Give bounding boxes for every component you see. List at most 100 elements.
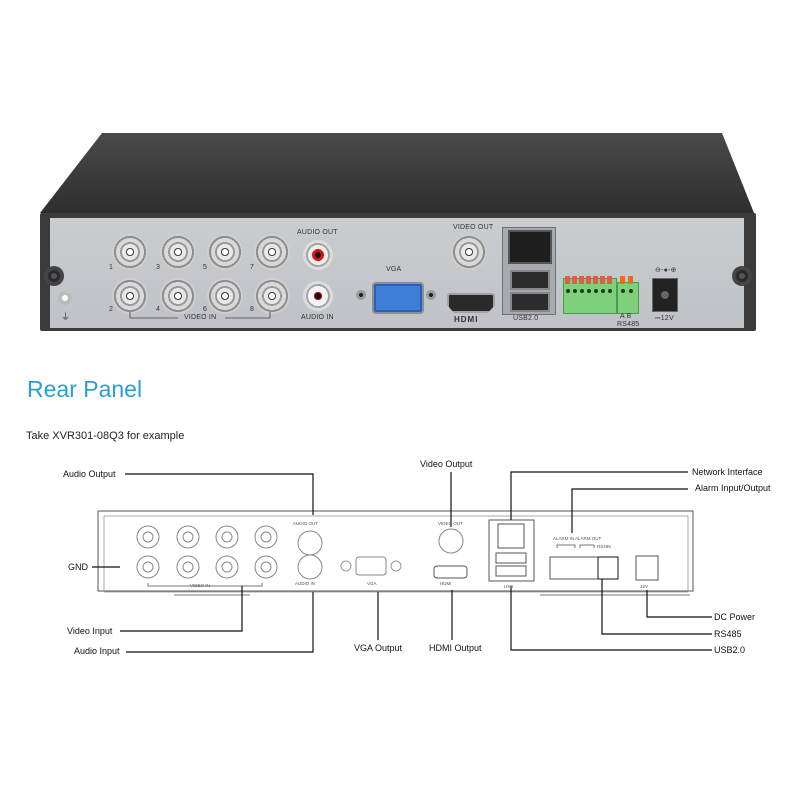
- diagram-audio-out-label: AUDIO OUT: [293, 521, 319, 526]
- channel-number: 3: [156, 264, 161, 271]
- section-subtitle: Take XVR301-08Q3 for example: [26, 430, 185, 442]
- callout-gnd: GND: [68, 562, 88, 572]
- terminal-hole: [573, 289, 577, 293]
- diagram-audio-in-label: AUDIO IN: [295, 581, 316, 586]
- terminal-pin: [607, 276, 612, 284]
- callout-audio-input: Audio Input: [74, 646, 120, 656]
- terminal-hole: [621, 289, 625, 293]
- diagram-hdmi-label: HDMI: [440, 581, 452, 586]
- usb-port-2: [510, 292, 550, 312]
- rca-audio-out: [303, 240, 333, 270]
- diagram-alarm-in-label: ALARM IN: [553, 536, 575, 541]
- alarm-terminal-block: [563, 278, 617, 314]
- diagram-usb-2: [495, 565, 527, 577]
- video-in-bracket-line: [147, 583, 263, 587]
- hdmi-port: [447, 293, 495, 313]
- chassis-outline: [97, 510, 694, 592]
- leader-rs485: [601, 579, 712, 635]
- bnc-video-in-4: [160, 278, 196, 314]
- leader-video-input: [120, 586, 243, 632]
- bnc-video-in-2: [112, 278, 148, 314]
- callout-dc-power: DC Power: [714, 612, 756, 622]
- terminal-hole: [608, 289, 612, 293]
- diagram-rs485-terminal: [597, 556, 619, 580]
- video-out-label: VIDEO OUT: [453, 224, 494, 231]
- diagram-hdmi-port: [433, 565, 468, 579]
- rs485-ab-label: A B: [620, 313, 632, 320]
- callout-audio-output: Audio Output: [63, 469, 116, 479]
- video-in-bracket: [129, 312, 271, 319]
- diagram-rj45: [497, 523, 525, 549]
- leader-network-interface: [510, 471, 688, 520]
- diagram-power-label: 12V: [640, 584, 649, 589]
- terminal-hole: [629, 289, 633, 293]
- callout-video-output: Video Output: [420, 459, 473, 469]
- terminal-pin: [579, 276, 584, 284]
- callout-vga-output: VGA Output: [354, 643, 403, 653]
- callout-usb: USB2.0: [714, 645, 746, 655]
- diagram-vga-port: [355, 556, 387, 576]
- rs485-label: RS485: [617, 321, 640, 328]
- bnc-video-in-5: [207, 234, 243, 270]
- power-label: ⎓12V: [655, 315, 674, 322]
- vga-port: [372, 282, 424, 314]
- channel-number: 1: [109, 264, 114, 271]
- callout-alarm-io: Alarm Input/Output: [695, 483, 771, 493]
- callout-network-interface: Network Interface: [692, 467, 763, 477]
- diagram-video-in-label: VIDEO IN: [190, 583, 210, 588]
- bnc-video-in-3: [160, 234, 196, 270]
- channel-number: 7: [250, 264, 255, 271]
- usb-label: USB2.0: [513, 315, 539, 322]
- callout-rs485: RS485: [714, 629, 742, 639]
- terminal-hole: [580, 289, 584, 293]
- vga-label: VGA: [386, 266, 402, 273]
- bnc-video-in-7: [254, 234, 290, 270]
- leader-audio-output: [125, 473, 314, 515]
- diagram-audio-in: [297, 554, 323, 580]
- channel-number: 4: [156, 306, 161, 313]
- terminal-pin: [572, 276, 577, 284]
- diagram-usb-1: [495, 552, 527, 564]
- channel-number: 5: [203, 264, 208, 271]
- diagram-bnc-group: [136, 525, 278, 579]
- leader-audio-input: [126, 592, 314, 653]
- video-in-label: VIDEO IN: [184, 314, 217, 321]
- ground-symbol-icon: ⏚: [61, 312, 71, 322]
- terminal-hole: [601, 289, 605, 293]
- leader-lines: [92, 471, 712, 653]
- callout-video-input: Video Input: [67, 626, 113, 636]
- bnc-video-in-8: [254, 278, 290, 314]
- audio-in-label: AUDIO IN: [301, 314, 334, 321]
- rca-audio-in: [303, 281, 333, 311]
- polarity-icon: ⊖-●-⊕: [655, 267, 677, 274]
- terminal-pin: [620, 276, 625, 284]
- leader-usb: [510, 586, 712, 651]
- terminal-pin: [600, 276, 605, 284]
- bnc-video-in-6: [207, 278, 243, 314]
- bnc-video-in-1: [112, 234, 148, 270]
- vga-screw-icon: [356, 290, 366, 300]
- bnc-video-out: [451, 234, 487, 270]
- terminal-pin: [586, 276, 591, 284]
- section-title: Rear Panel: [27, 376, 143, 402]
- diagram-video-out-label: VIDEO OUT: [438, 521, 463, 526]
- leader-alarm-io: [571, 488, 688, 533]
- callout-hdmi-output: HDMI Output: [429, 643, 482, 653]
- diagram-dc-jack: [635, 555, 659, 581]
- dc-power-jack: [652, 278, 678, 312]
- diagram-alarm-terminal: [549, 556, 599, 580]
- diagram-alarm-out-label: ALARM OUT: [575, 536, 602, 541]
- terminal-hole: [566, 289, 570, 293]
- chassis-inner-outline: [103, 515, 689, 593]
- diagram-video-out: [438, 528, 464, 554]
- audio-out-label: AUDIO OUT: [297, 229, 338, 236]
- gnd-terminal-icon: [58, 291, 72, 305]
- device-photo: ⏚ 1 2 3 4 5 6 7 8 VIDEO IN AUDIO OUT AUD…: [0, 0, 800, 345]
- terminal-hole: [594, 289, 598, 293]
- rj45-port: [508, 230, 552, 264]
- usb-port-1: [510, 270, 550, 290]
- channel-number: 2: [109, 306, 114, 313]
- leader-dc-power: [646, 590, 712, 618]
- channel-number: 8: [250, 306, 255, 313]
